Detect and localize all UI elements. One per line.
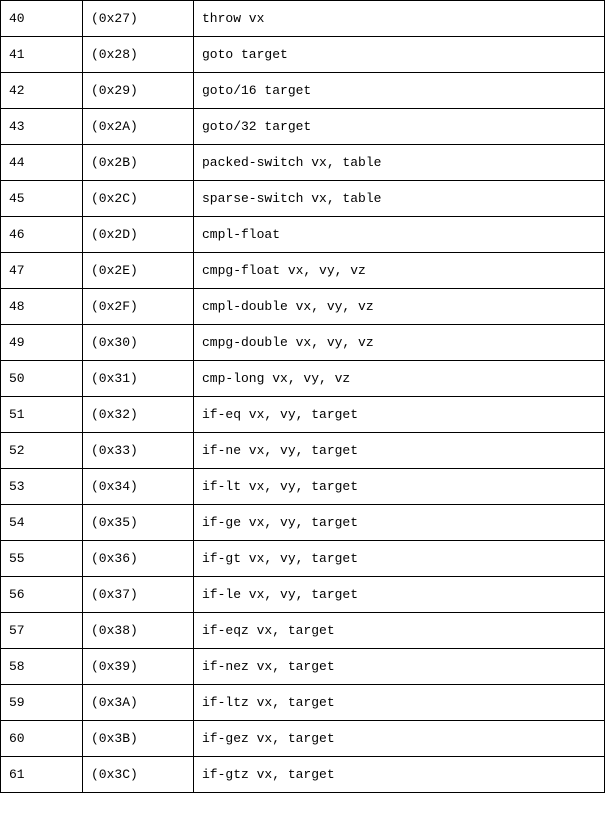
opcode-instruction: if-gez vx, target	[193, 720, 605, 757]
opcode-decimal: 50	[0, 360, 83, 397]
opcode-instruction: cmpg-double vx, vy, vz	[193, 324, 605, 361]
opcode-hex: (0x32)	[82, 396, 194, 433]
opcode-instruction: if-lt vx, vy, target	[193, 468, 605, 505]
opcode-decimal: 61	[0, 756, 83, 793]
opcode-instruction: cmp-long vx, vy, vz	[193, 360, 605, 397]
opcode-hex: (0x3B)	[82, 720, 194, 757]
opcode-instruction: if-eqz vx, target	[193, 612, 605, 649]
opcode-decimal: 40	[0, 0, 83, 37]
table-row: 60 (0x3B) if-gez vx, target	[0, 720, 605, 757]
table-row: 52 (0x33) if-ne vx, vy, target	[0, 432, 605, 469]
table-row: 51 (0x32) if-eq vx, vy, target	[0, 396, 605, 433]
opcode-hex: (0x3C)	[82, 756, 194, 793]
opcode-hex: (0x28)	[82, 36, 194, 73]
opcode-instruction: if-ltz vx, target	[193, 684, 605, 721]
opcode-instruction: goto/32 target	[193, 108, 605, 145]
opcode-decimal: 42	[0, 72, 83, 109]
opcode-hex: (0x36)	[82, 540, 194, 577]
opcode-hex: (0x30)	[82, 324, 194, 361]
opcode-instruction: if-gtz vx, target	[193, 756, 605, 793]
table-row: 44 (0x2B) packed-switch vx, table	[0, 144, 605, 181]
opcode-hex: (0x2C)	[82, 180, 194, 217]
opcode-decimal: 52	[0, 432, 83, 469]
opcode-hex: (0x29)	[82, 72, 194, 109]
opcode-decimal: 43	[0, 108, 83, 145]
table-row: 54 (0x35) if-ge vx, vy, target	[0, 504, 605, 541]
opcode-instruction: cmpl-float	[193, 216, 605, 253]
table-row: 59 (0x3A) if-ltz vx, target	[0, 684, 605, 721]
opcode-table: 40 (0x27) throw vx 41 (0x28) goto target…	[0, 0, 605, 793]
opcode-hex: (0x37)	[82, 576, 194, 613]
opcode-instruction: if-nez vx, target	[193, 648, 605, 685]
opcode-decimal: 51	[0, 396, 83, 433]
table-row: 57 (0x38) if-eqz vx, target	[0, 612, 605, 649]
table-row: 47 (0x2E) cmpg-float vx, vy, vz	[0, 252, 605, 289]
opcode-instruction: if-ge vx, vy, target	[193, 504, 605, 541]
opcode-instruction: if-eq vx, vy, target	[193, 396, 605, 433]
opcode-decimal: 55	[0, 540, 83, 577]
opcode-decimal: 60	[0, 720, 83, 757]
table-row: 43 (0x2A) goto/32 target	[0, 108, 605, 145]
opcode-instruction: goto target	[193, 36, 605, 73]
opcode-decimal: 44	[0, 144, 83, 181]
opcode-hex: (0x39)	[82, 648, 194, 685]
opcode-hex: (0x33)	[82, 432, 194, 469]
opcode-decimal: 58	[0, 648, 83, 685]
opcode-decimal: 49	[0, 324, 83, 361]
opcode-hex: (0x27)	[82, 0, 194, 37]
opcode-decimal: 53	[0, 468, 83, 505]
table-row: 53 (0x34) if-lt vx, vy, target	[0, 468, 605, 505]
opcode-hex: (0x31)	[82, 360, 194, 397]
opcode-hex: (0x2B)	[82, 144, 194, 181]
opcode-decimal: 47	[0, 252, 83, 289]
opcode-hex: (0x3A)	[82, 684, 194, 721]
opcode-hex: (0x34)	[82, 468, 194, 505]
table-row: 48 (0x2F) cmpl-double vx, vy, vz	[0, 288, 605, 325]
table-row: 41 (0x28) goto target	[0, 36, 605, 73]
opcode-decimal: 57	[0, 612, 83, 649]
table-row: 56 (0x37) if-le vx, vy, target	[0, 576, 605, 613]
opcode-instruction: if-gt vx, vy, target	[193, 540, 605, 577]
opcode-decimal: 59	[0, 684, 83, 721]
table-row: 49 (0x30) cmpg-double vx, vy, vz	[0, 324, 605, 361]
table-row: 40 (0x27) throw vx	[0, 0, 605, 37]
table-row: 50 (0x31) cmp-long vx, vy, vz	[0, 360, 605, 397]
opcode-hex: (0x2F)	[82, 288, 194, 325]
opcode-hex: (0x2A)	[82, 108, 194, 145]
table-row: 61 (0x3C) if-gtz vx, target	[0, 756, 605, 793]
opcode-decimal: 56	[0, 576, 83, 613]
opcode-instruction: packed-switch vx, table	[193, 144, 605, 181]
table-row: 42 (0x29) goto/16 target	[0, 72, 605, 109]
opcode-instruction: goto/16 target	[193, 72, 605, 109]
opcode-instruction: throw vx	[193, 0, 605, 37]
opcode-decimal: 41	[0, 36, 83, 73]
table-row: 45 (0x2C) sparse-switch vx, table	[0, 180, 605, 217]
opcode-hex: (0x2D)	[82, 216, 194, 253]
opcode-instruction: cmpg-float vx, vy, vz	[193, 252, 605, 289]
opcode-instruction: if-le vx, vy, target	[193, 576, 605, 613]
opcode-hex: (0x35)	[82, 504, 194, 541]
opcode-instruction: sparse-switch vx, table	[193, 180, 605, 217]
table-row: 46 (0x2D) cmpl-float	[0, 216, 605, 253]
opcode-decimal: 48	[0, 288, 83, 325]
opcode-decimal: 46	[0, 216, 83, 253]
opcode-instruction: if-ne vx, vy, target	[193, 432, 605, 469]
opcode-instruction: cmpl-double vx, vy, vz	[193, 288, 605, 325]
opcode-table-body: 40 (0x27) throw vx 41 (0x28) goto target…	[0, 0, 605, 793]
opcode-decimal: 54	[0, 504, 83, 541]
opcode-hex: (0x2E)	[82, 252, 194, 289]
opcode-hex: (0x38)	[82, 612, 194, 649]
table-row: 55 (0x36) if-gt vx, vy, target	[0, 540, 605, 577]
opcode-decimal: 45	[0, 180, 83, 217]
table-row: 58 (0x39) if-nez vx, target	[0, 648, 605, 685]
